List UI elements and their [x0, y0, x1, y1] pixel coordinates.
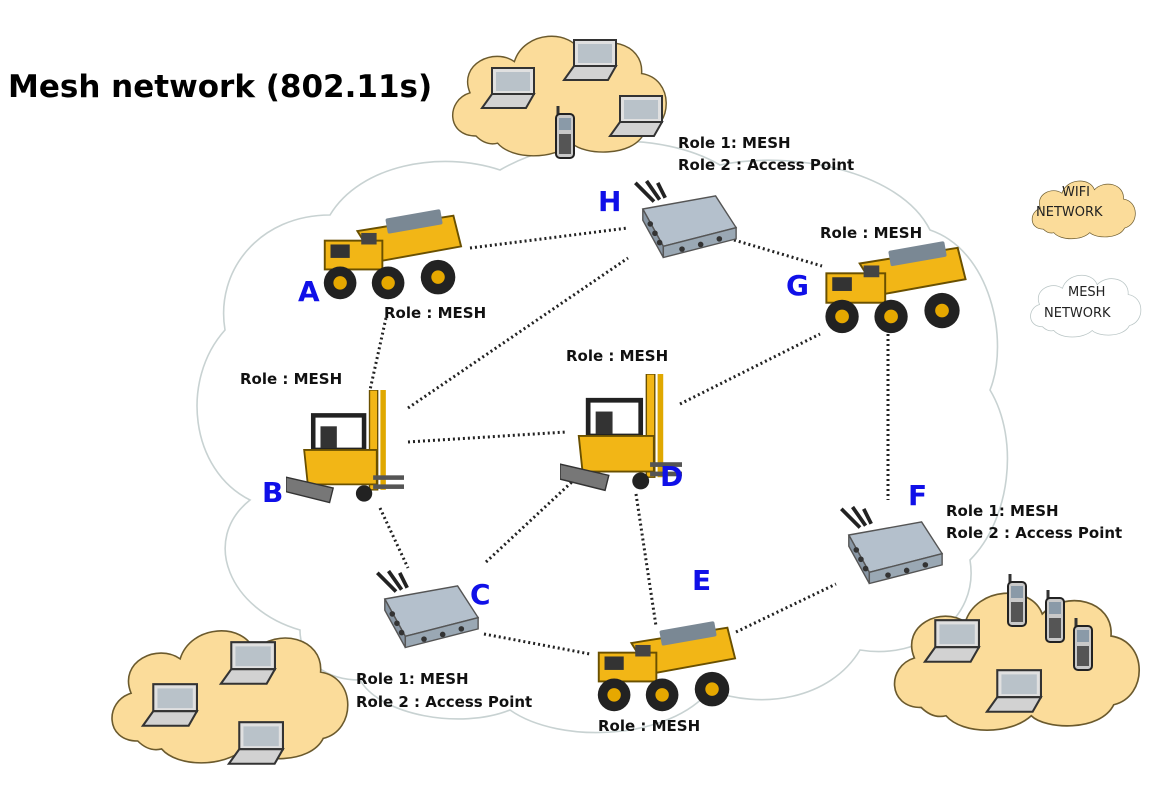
node-H-role-2: Role 2 : Access Point: [678, 156, 854, 174]
link-D-G: [679, 332, 821, 406]
node-B-role: Role : MESH: [240, 370, 342, 388]
node-F-letter: F: [908, 479, 927, 512]
node-E-role: Role : MESH: [598, 717, 700, 735]
legend-wifi-line1: WIFI: [1062, 185, 1090, 200]
legend: WIFI NETWORK MESH NETWORK: [1030, 180, 1142, 338]
node-D-role: Role : MESH: [566, 347, 668, 365]
phone-icon: [1006, 572, 1028, 628]
link-H-G: [733, 238, 823, 268]
legend-mesh-line1: MESH: [1068, 285, 1105, 300]
phone-icon: [1072, 616, 1094, 672]
node-F-role-1: Role 1: MESH: [946, 502, 1059, 520]
link-D-E: [634, 493, 658, 627]
node-A-role: Role : MESH: [384, 304, 486, 322]
link-B-C: [378, 507, 410, 569]
mesh-links: [368, 226, 890, 656]
node-C-role-2: Role 2 : Access Point: [356, 693, 532, 711]
phone-icon: [554, 104, 576, 160]
node-F-role-2: Role 2 : Access Point: [946, 524, 1122, 542]
link-C-D: [484, 478, 576, 564]
node-G-letter: G: [786, 269, 809, 302]
node-E-letter: E: [692, 564, 711, 597]
link-B-H: [407, 256, 629, 410]
node-C-letter: C: [470, 578, 491, 611]
link-A-B: [368, 317, 388, 391]
node-G-role: Role : MESH: [820, 224, 922, 242]
wifi-cloud-top: [451, 35, 668, 160]
node-C-role-1: Role 1: MESH: [356, 670, 469, 688]
node-A-letter: A: [298, 275, 320, 308]
legend-mesh-line2: NETWORK: [1044, 306, 1111, 321]
node-B-letter: B: [262, 476, 283, 509]
node-H-role-1: Role 1: MESH: [678, 134, 791, 152]
phone-icon: [1044, 588, 1066, 644]
node-H-letter: H: [598, 185, 621, 218]
link-A-H: [469, 226, 629, 250]
node-D-letter: D: [660, 460, 683, 493]
link-B-D: [407, 430, 567, 444]
wifi-cloud-bottom-left: [111, 629, 349, 765]
diagram-title: Mesh network (802.11s): [8, 69, 432, 105]
link-E-F: [735, 582, 837, 634]
legend-wifi-line2: NETWORK: [1036, 205, 1103, 220]
